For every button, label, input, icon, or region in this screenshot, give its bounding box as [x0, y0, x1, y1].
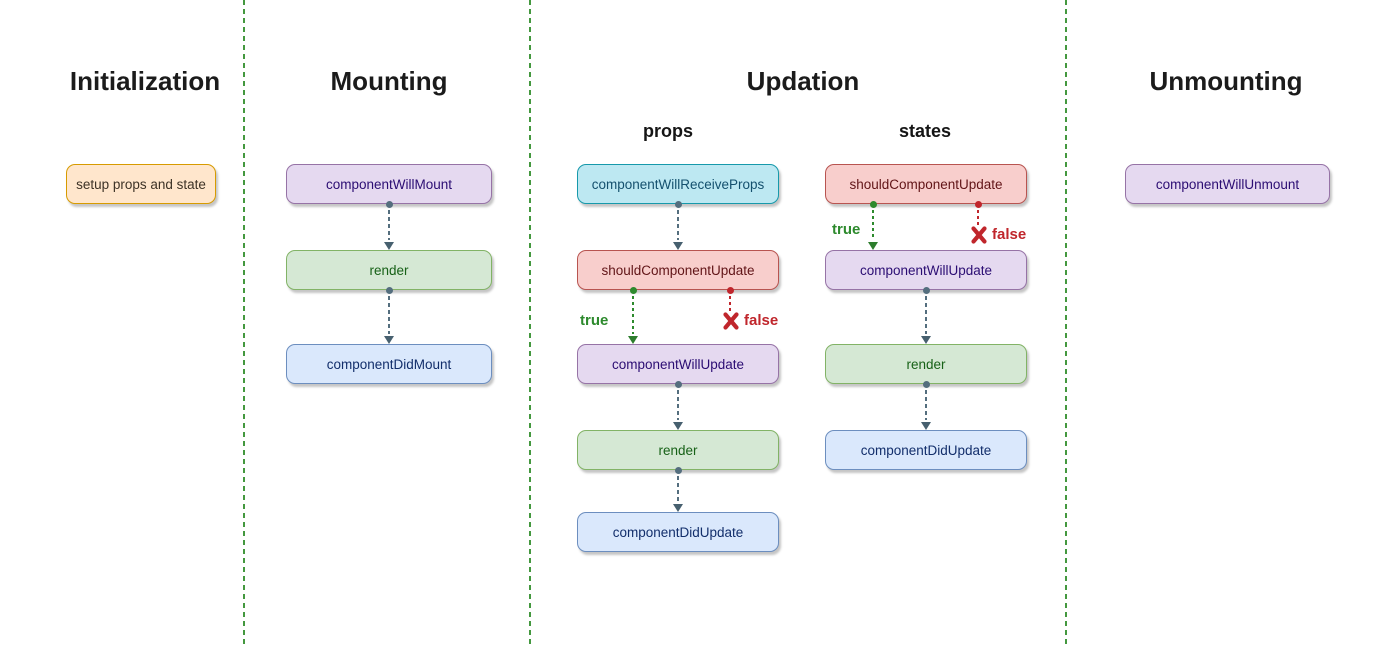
arrow-dot	[674, 201, 682, 208]
arrow-shaft	[677, 476, 679, 502]
arrow-willmount-to-render	[384, 201, 394, 250]
false-label-props: false	[744, 312, 779, 329]
box-componentWillReceiveProps: componentWillReceiveProps	[577, 164, 779, 204]
header-initialization: Initialization	[69, 66, 221, 96]
header-unmounting: Unmounting	[1149, 66, 1303, 96]
true-label-states: true	[832, 221, 861, 238]
arrow-shaft	[977, 210, 979, 226]
arrow-dot	[974, 201, 982, 208]
arrow-render-to-didmount	[384, 287, 394, 344]
arrowhead-icon	[384, 242, 394, 250]
true-label-props: true	[580, 312, 609, 329]
arrowhead-icon	[384, 336, 394, 344]
arrowhead-icon	[921, 422, 931, 430]
false-x-icon	[971, 226, 987, 244]
arrow-shaft	[677, 210, 679, 240]
arrow-dot	[922, 381, 930, 388]
box-states-componentWillUpdate: componentWillUpdate	[825, 250, 1027, 290]
arrowhead-icon	[673, 504, 683, 512]
arrow-dot	[674, 381, 682, 388]
arrow-dot	[385, 201, 393, 208]
subheader-props: props	[642, 121, 694, 141]
false-label-states: false	[992, 226, 1027, 243]
true-branch-arrow-props	[628, 287, 638, 344]
arrow-shaft	[925, 390, 927, 420]
box-componentWillUnmount: componentWillUnmount	[1125, 164, 1330, 204]
header-mounting: Mounting	[330, 66, 448, 96]
subheader-states: states	[898, 121, 952, 141]
box-props-render: render	[577, 430, 779, 470]
arrow-shaft	[632, 296, 634, 334]
box-states-shouldComponentUpdate: shouldComponentUpdate	[825, 164, 1027, 204]
arrow-render-to-didupdate-props	[673, 467, 683, 512]
arrow-shaft	[872, 210, 874, 240]
section-divider-2	[529, 0, 531, 647]
box-mount-render: render	[286, 250, 492, 290]
box-setup-props-and-state: setup props and state	[66, 164, 216, 204]
arrow-receiveprops-to-shouldupdate	[673, 201, 683, 250]
box-states-componentDidUpdate: componentDidUpdate	[825, 430, 1027, 470]
arrow-dot	[869, 201, 877, 208]
arrow-willupdate-to-render-props	[673, 381, 683, 430]
arrow-dot	[674, 467, 682, 474]
arrowhead-icon	[673, 422, 683, 430]
false-branch-stub-props	[725, 287, 735, 312]
arrowhead-icon	[868, 242, 878, 250]
box-states-render: render	[825, 344, 1027, 384]
box-props-componentDidUpdate: componentDidUpdate	[577, 512, 779, 552]
false-x-icon	[723, 312, 739, 330]
box-componentWillMount: componentWillMount	[286, 164, 492, 204]
section-divider-3	[1065, 0, 1067, 647]
arrowhead-icon	[921, 336, 931, 344]
box-props-componentWillUpdate: componentWillUpdate	[577, 344, 779, 384]
box-props-shouldComponentUpdate: shouldComponentUpdate	[577, 250, 779, 290]
true-branch-arrow-states	[868, 201, 878, 250]
arrow-dot	[629, 287, 637, 294]
arrow-shaft	[677, 390, 679, 420]
box-componentDidMount: componentDidMount	[286, 344, 492, 384]
false-branch-stub-states	[973, 201, 983, 226]
arrow-render-to-didupdate-states	[921, 381, 931, 430]
arrow-shaft	[388, 296, 390, 334]
arrow-shaft	[388, 210, 390, 240]
arrow-dot	[726, 287, 734, 294]
arrow-willupdate-to-render-states	[921, 287, 931, 344]
arrow-dot	[385, 287, 393, 294]
arrowhead-icon	[628, 336, 638, 344]
arrow-shaft	[925, 296, 927, 334]
section-divider-1	[243, 0, 245, 647]
arrow-shaft	[729, 296, 731, 312]
arrowhead-icon	[673, 242, 683, 250]
arrow-dot	[922, 287, 930, 294]
header-updation: Updation	[746, 66, 860, 96]
